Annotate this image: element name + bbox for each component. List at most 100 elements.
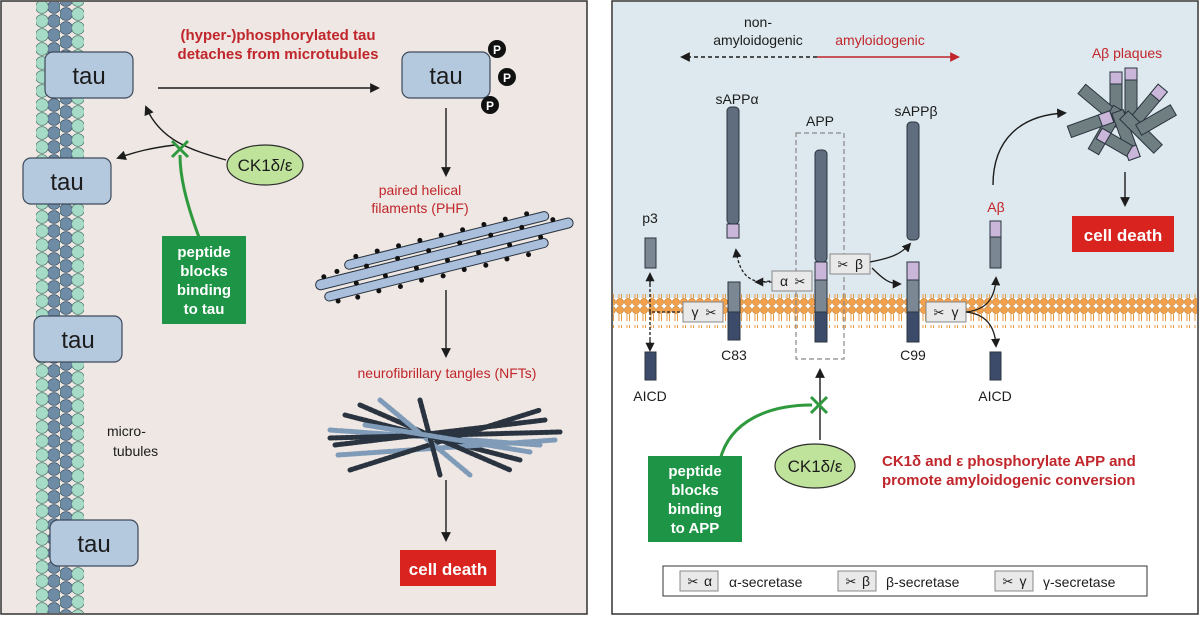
svg-text:tau: tau <box>429 63 462 90</box>
svg-text:binding: binding <box>668 501 722 518</box>
beta-secretase: ✂ β <box>829 253 871 275</box>
svg-text:cell death: cell death <box>1084 226 1162 245</box>
abeta-plaques <box>1066 67 1178 162</box>
amyloidogenic-label: amyloidogenic <box>835 32 925 48</box>
svg-text:β: β <box>862 573 870 589</box>
aicd-fragment-right <box>989 351 1002 381</box>
svg-text:peptide: peptide <box>668 463 721 480</box>
gamma-secretase-right: ✂ γ <box>925 301 967 323</box>
alpha-cleave-arrow-up <box>732 248 776 283</box>
ck1-arrow-upper <box>144 105 227 161</box>
sappb-label: sAPPβ <box>894 103 937 119</box>
svg-text:β-secretase: β-secretase <box>886 574 960 590</box>
scissors-icon: ✂ <box>1003 574 1014 589</box>
microtubule: micro- tubules <box>36 2 158 613</box>
svg-text:tau: tau <box>72 63 105 90</box>
scissors-icon: ✂ <box>838 257 849 272</box>
tau-box: tau <box>33 315 123 363</box>
phosphate-icon: P <box>481 96 499 114</box>
inhibitor-line <box>178 154 202 241</box>
inhibition-x-icon <box>809 395 829 415</box>
phosphate-icon: P <box>488 40 506 58</box>
svg-text:CK1δ/ε: CK1δ/ε <box>788 457 843 476</box>
svg-text:P: P <box>486 99 494 113</box>
svg-text:CK1δ/ε: CK1δ/ε <box>238 156 293 175</box>
microtubules-label-2: tubules <box>113 443 158 459</box>
inhibition-x-icon <box>170 139 190 159</box>
p3-label: p3 <box>642 210 658 226</box>
gamma-secretase-left: γ ✂ <box>682 301 724 323</box>
ck1-arrow-lower <box>116 144 176 161</box>
aicd-arrow-right <box>965 311 1001 348</box>
svg-text:γ: γ <box>1020 573 1027 589</box>
svg-text:α-secretase: α-secretase <box>729 574 803 590</box>
app-protein <box>814 149 828 343</box>
c99-fragment <box>906 261 920 343</box>
nft-tangles <box>327 397 563 478</box>
phosphate-icon: P <box>498 68 516 86</box>
scissors-icon: ✂ <box>934 305 945 320</box>
ck1-ellipse: CK1δ/ε <box>774 443 856 489</box>
legend-alpha: ✂ α α-secretase <box>679 570 803 592</box>
aicd-label-left: AICD <box>633 388 666 404</box>
svg-text:cell death: cell death <box>409 560 487 579</box>
c99-label: C99 <box>900 347 926 363</box>
plaque-arrow <box>992 108 1067 186</box>
svg-text:P: P <box>503 71 511 85</box>
nft-label: neurofibrillary tangles (NFTs) <box>358 365 537 381</box>
legend: ✂ α α-secretase ✂ β β-secretase ✂ γ γ-se… <box>662 565 1148 597</box>
scissors-icon: ✂ <box>688 574 699 589</box>
svg-text:to APP: to APP <box>671 520 720 537</box>
phf-filaments <box>315 211 574 304</box>
sappa-protein <box>726 106 740 239</box>
non-amyloidogenic-label-1: non- <box>744 14 772 30</box>
c83-label: C83 <box>721 347 747 363</box>
abeta-arrow <box>965 276 1001 313</box>
svg-text:tau: tau <box>77 531 110 558</box>
scissors-icon: ✂ <box>706 305 717 320</box>
beta-arrow-up <box>869 242 912 263</box>
abeta-label: Aβ <box>987 199 1004 215</box>
ck1-ellipse: CK1δ/ε <box>226 144 304 186</box>
alpha-secretase: α ✂ <box>771 270 813 292</box>
svg-text:blocks: blocks <box>180 263 228 280</box>
phf-label-1: paired helical <box>379 182 462 198</box>
c83-fragment <box>727 281 741 341</box>
svg-text:P: P <box>493 43 501 57</box>
ck1-note-1: CK1δ and ε phosphorylate APP and <box>882 453 1136 470</box>
tau-box: tau <box>22 157 112 205</box>
tau-box: tau <box>44 51 134 99</box>
svg-text:tau: tau <box>50 169 83 196</box>
ck1-note-2: promote amyloidogenic conversion <box>882 472 1135 489</box>
cell-death-box: cell death <box>400 550 496 586</box>
app-label: APP <box>806 113 834 129</box>
aicd-fragment-left <box>644 351 657 381</box>
inhibitor-line <box>718 403 813 461</box>
legend-gamma: ✂ γ γ-secretase <box>994 570 1116 592</box>
aicd-label-right: AICD <box>978 388 1011 404</box>
phf-label-2: filaments (PHF) <box>371 200 468 216</box>
scissors-icon: ✂ <box>795 274 806 289</box>
peptide-tau-box: peptide blocks binding to tau <box>162 236 246 324</box>
sappa-label: sAPPα <box>715 91 758 107</box>
svg-text:γ: γ <box>952 304 959 320</box>
svg-text:γ-secretase: γ-secretase <box>1043 574 1116 590</box>
detach-text-2: detaches from microtubules <box>178 46 379 63</box>
svg-text:peptide: peptide <box>177 244 230 261</box>
svg-text:β: β <box>855 256 863 272</box>
detach-text-1: (hyper-)phosphorylated tau <box>180 27 375 44</box>
peptide-app-box: peptide blocks binding to APP <box>648 456 742 542</box>
sappb-protein <box>906 121 920 241</box>
abeta-plaques-label: Aβ plaques <box>1092 45 1162 61</box>
microtubules-label-1: micro- <box>107 423 146 439</box>
tau-box: tau <box>49 519 139 567</box>
svg-text:to tau: to tau <box>184 301 225 318</box>
p3-fragment <box>644 237 657 269</box>
svg-text:blocks: blocks <box>671 482 719 499</box>
scissors-icon: ✂ <box>846 574 857 589</box>
abeta-fragment <box>989 220 1002 269</box>
svg-text:α: α <box>780 273 788 289</box>
left-panel: micro- tubules tau tau tau tau (hyper-)p… <box>0 0 588 615</box>
svg-text:α: α <box>704 573 712 589</box>
